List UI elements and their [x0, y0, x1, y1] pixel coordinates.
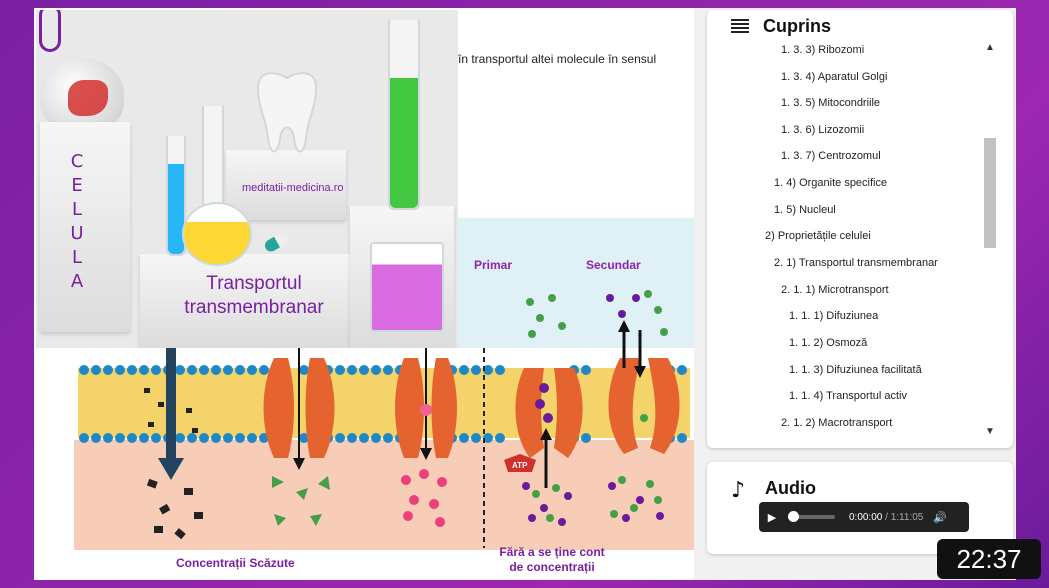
audio-title: Audio [765, 478, 816, 498]
thumbnail-title: Transportul transmembranar [154, 272, 354, 320]
toc-item[interactable]: 1. 3. 6) Lizozomii [781, 124, 865, 136]
toc-item[interactable]: 1. 1. 3) Difuziunea facilitată [789, 364, 922, 376]
toc-item[interactable]: 2. 1. 1) Microtransport [781, 284, 889, 296]
toc-scrollbar[interactable]: ▲ ▼ [981, 40, 999, 440]
paperclip-icon [39, 10, 61, 52]
music-note-icon: ♪ [731, 478, 746, 503]
toc-item[interactable]: 1. 3. 5) Mitocondriile [781, 97, 881, 109]
audio-progress-bar[interactable] [788, 511, 835, 522]
toc-item[interactable]: 1. 1. 2) Osmoză [789, 337, 868, 349]
progress-knob[interactable] [788, 511, 799, 522]
document-text-line: în transportul altei molecule în sensul [458, 52, 657, 66]
toc-item[interactable]: 1. 1. 1) Difuziunea [789, 310, 879, 322]
video-frame: în transportul altei molecule în sensul … [34, 8, 1016, 580]
tooth-image [256, 72, 318, 153]
scroll-track[interactable] [984, 58, 996, 422]
audio-panel: ♪ Audio ▶ 0:00:00 / 1:11:05 🔊 [707, 462, 1013, 554]
diagram-label-primary: Primar [474, 258, 513, 272]
chevron-down-icon[interactable]: ▼ [985, 426, 995, 437]
flask-yellow [182, 202, 252, 266]
diagram-caption-left: Concentrații Scăzute [176, 556, 295, 570]
toc-item[interactable]: 2. 1. 2) Macrotransport [781, 417, 893, 429]
document-area: în transportul altei molecule în sensul … [34, 8, 694, 580]
toc-item[interactable]: 2. 1) Transportul transmembranar [774, 257, 938, 269]
toc-item[interactable]: 1. 3. 4) Aparatul Golgi [781, 71, 888, 83]
beaker-pink [370, 242, 444, 332]
pedestal [140, 254, 366, 348]
scroll-thumb[interactable] [984, 138, 996, 248]
play-icon[interactable]: ▶ [767, 511, 777, 524]
diagram-caption-right-line1: Fără a se ține cont [499, 545, 605, 559]
pedestal [40, 122, 130, 332]
skull-image [40, 58, 124, 132]
video-timestamp: 22:37 [937, 539, 1041, 579]
toc-header: Cuprins [731, 12, 831, 40]
audio-current-time: 0:00:00 [849, 511, 883, 523]
table-of-contents-panel: Cuprins 1. 3. 3) Ribozomi 1. 3. 4) Apara… [707, 10, 1013, 448]
diagram-caption-right-line2: de concentrații [509, 560, 595, 574]
thumbnail-title-line2: transmembranar [184, 297, 324, 318]
audio-duration: 1:11:05 [890, 511, 924, 523]
toc-item[interactable]: 2) Proprietățile celulei [765, 230, 871, 242]
membrane-transport-diagram: ATP [74, 218, 694, 550]
test-tube-green [388, 20, 420, 210]
toc-item[interactable]: 1. 3. 3) Ribozomi [781, 44, 865, 56]
audio-player[interactable]: ▶ 0:00:00 / 1:11:05 🔊 [759, 502, 969, 532]
toc-item[interactable]: 1. 1. 4) Transportul activ [789, 390, 907, 402]
chevron-up-icon[interactable]: ▲ [985, 42, 995, 53]
diagram-caption-right: Fără a se ține cont de concentrații [492, 545, 612, 575]
pedestal [226, 150, 346, 220]
toc-item[interactable]: 1. 4) Organite specifice [774, 177, 888, 189]
atp-badge [504, 454, 536, 472]
toc-item[interactable]: 1. 3. 7) Centrozomul [781, 150, 881, 162]
volume-icon[interactable]: 🔊 [933, 511, 948, 524]
audio-time: 0:00:00 / 1:11:05 [849, 512, 923, 523]
menu-icon[interactable] [731, 19, 749, 33]
flask-neck [202, 106, 224, 208]
toc-title: Cuprins [763, 15, 832, 36]
test-tube-blue [166, 136, 186, 256]
thumbnail-title-line1: Transportul [206, 273, 302, 294]
watermark: meditatii-medicina.ro [242, 182, 344, 194]
atp-label: ATP [512, 461, 528, 470]
diagram-label-secondary: Secundar [586, 258, 641, 272]
toc-item[interactable]: 1. 5) Nucleul [774, 204, 836, 216]
audio-time-separator: / [882, 511, 891, 523]
